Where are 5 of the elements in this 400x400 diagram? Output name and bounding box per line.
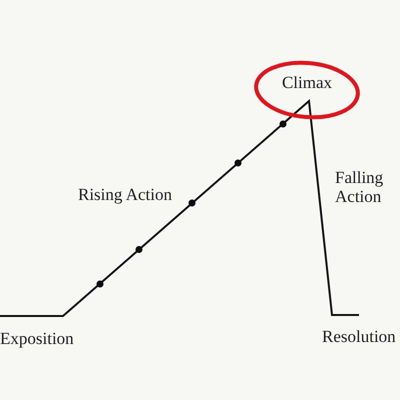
stage-label: Resolution xyxy=(322,327,396,346)
stage-label: Falling Action xyxy=(335,168,384,206)
stage-label: Rising Action xyxy=(78,185,172,204)
stage-label: Exposition xyxy=(0,329,74,348)
node-label: Climax xyxy=(282,73,332,92)
